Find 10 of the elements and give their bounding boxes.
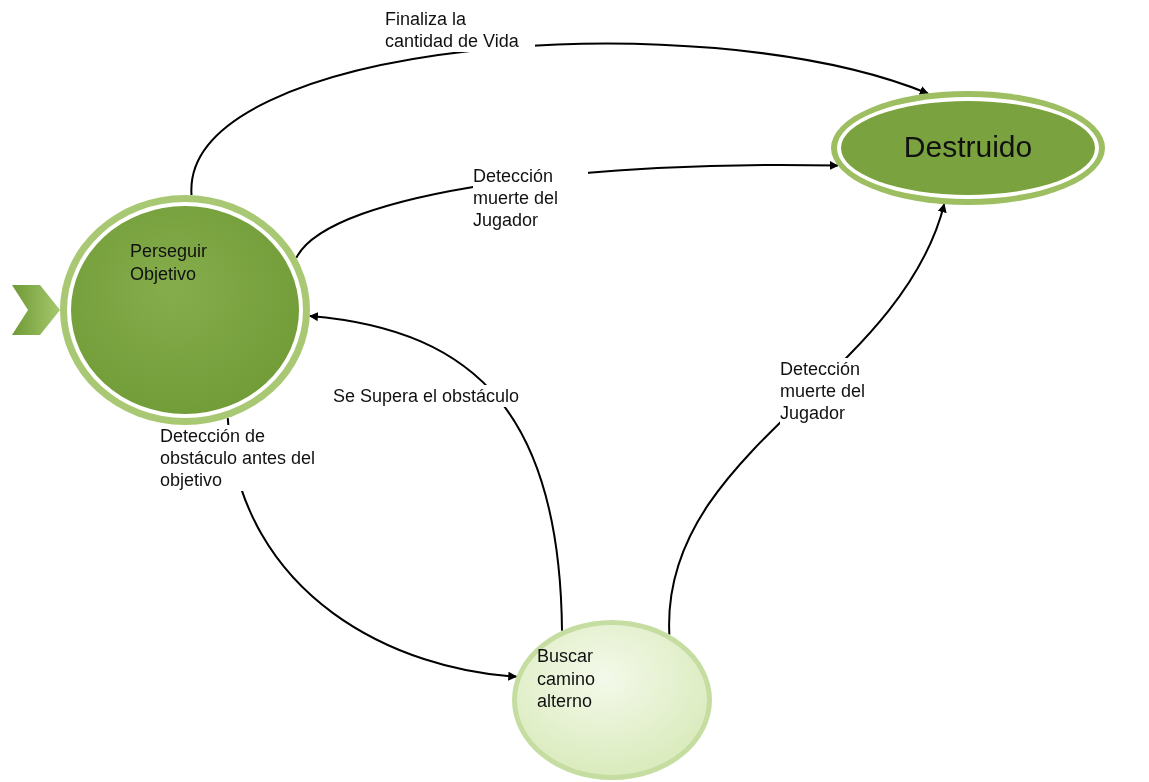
edge-label: Se Supera el obstáculo xyxy=(333,385,520,407)
state-label: Destruido xyxy=(902,129,1034,165)
start-chevron xyxy=(12,285,60,335)
transition-arrow xyxy=(190,42,929,197)
state-ellipse xyxy=(60,195,310,425)
state-label: Perseguir Objetivo xyxy=(130,240,209,285)
transition-arrow xyxy=(308,312,563,632)
state-ellipse xyxy=(831,91,1105,205)
state-label: Buscar camino alterno xyxy=(537,645,597,713)
state-ellipse xyxy=(512,620,712,780)
